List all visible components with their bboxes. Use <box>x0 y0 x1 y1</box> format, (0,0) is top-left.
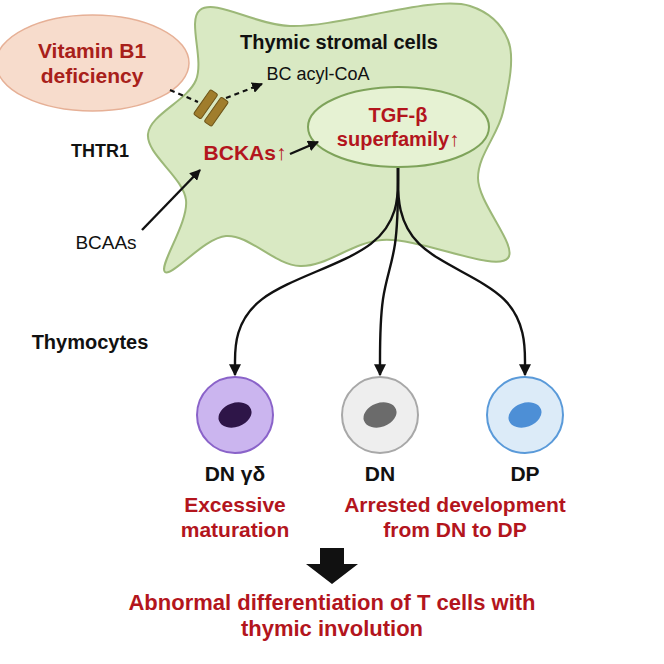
text-holder: TGF-β superfamily↑ <box>328 103 468 151</box>
transporter-label: THTR1 <box>63 141 137 163</box>
node-text: DP <box>445 461 605 486</box>
cell-outline <box>148 4 511 273</box>
thymocyte-circle: DN γδ <box>195 375 275 455</box>
cell-nucleus <box>505 398 545 432</box>
text-holder: DN γδ <box>155 461 315 486</box>
cell-outline <box>197 377 273 453</box>
node-text: TGF-β superfamily↑ <box>328 103 468 151</box>
cell-nucleus <box>215 398 255 432</box>
node-text: Vitamin B1 deficiency <box>17 38 167 88</box>
node-shape <box>307 86 490 168</box>
text-holder: DN <box>300 461 460 486</box>
text-holder: DP <box>445 461 605 486</box>
cell-outline <box>342 377 418 453</box>
ellipse-node: Vitamin B1 deficiency <box>0 14 190 112</box>
group-label: Thymocytes <box>18 330 162 354</box>
text-holder: Thymic stromal cells <box>240 30 438 54</box>
metabolite-label: BCAAs <box>66 232 146 255</box>
block-arrow <box>306 548 358 584</box>
node-text: Thymic stromal cells <box>240 30 438 54</box>
metabolite-label: BC acyl-CoA <box>256 64 380 86</box>
node-shape <box>195 375 275 455</box>
outcome-label: Excessive maturation <box>160 492 310 542</box>
text-holder: Vitamin B1 deficiency <box>17 38 167 88</box>
cell-nucleus <box>360 398 400 432</box>
node-text: DN γδ <box>155 461 315 486</box>
node-shape <box>340 375 420 455</box>
stromal-cell: TGF-β superfamily↑ Thymic stromal cells <box>130 0 515 285</box>
metabolite-label: BCKAs↑ <box>190 140 300 165</box>
node-text: DN <box>300 461 460 486</box>
node-shape <box>485 375 565 455</box>
conclusion-label: Abnormal differentiation of T cells with… <box>92 590 572 643</box>
thymocyte-circle: DP <box>485 375 565 455</box>
outcome-label: Arrested development from DN to DP <box>323 492 587 542</box>
node-shape <box>0 14 190 112</box>
ellipse-outline <box>308 87 489 167</box>
cell-outline <box>487 377 563 453</box>
nucleus-ellipse: TGF-β superfamily↑ <box>307 86 490 168</box>
thymocyte-circle: DN <box>340 375 420 455</box>
ellipse-outline <box>0 15 189 111</box>
